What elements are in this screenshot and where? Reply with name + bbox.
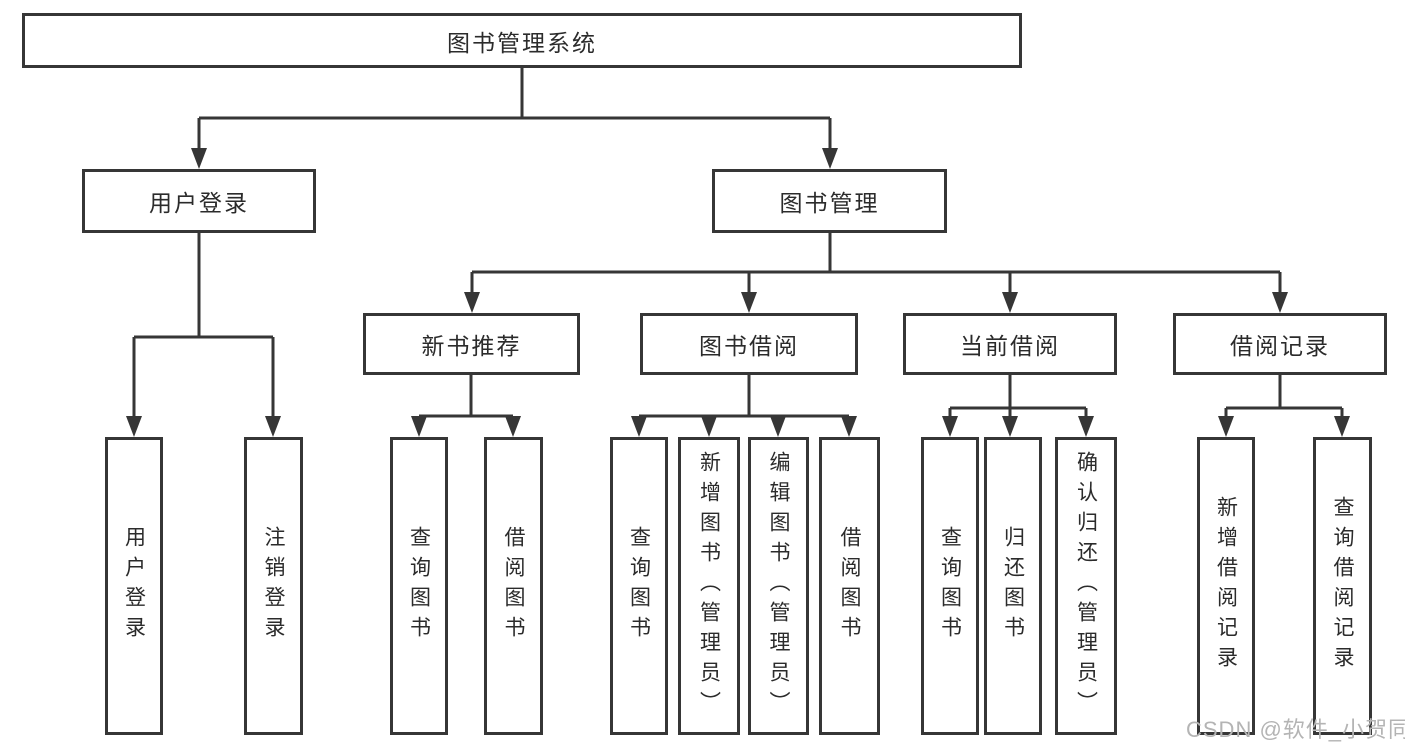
node-book-borrowing: 图书借阅 (640, 313, 858, 375)
node-label: 查询图书 (627, 526, 651, 646)
node-new-book-recommendation: 新书推荐 (363, 313, 580, 375)
node-label: 确认归还（管理员） (1074, 451, 1098, 721)
node-label: 注销登录 (262, 526, 285, 646)
leaf-user-login: 用户登录 (105, 437, 163, 735)
leaf-query-books-recommend: 查询图书 (390, 437, 448, 735)
node-label: 用户登录 (149, 190, 249, 216)
leaf-add-books-admin: 新增图书（管理员） (678, 437, 740, 735)
connector-borrowing-branch (639, 375, 849, 418)
node-label: 借阅图书 (838, 526, 861, 646)
node-library-management-system: 图书管理系统 (22, 13, 1022, 68)
connector-recommendation-branch (419, 375, 513, 418)
node-user-login: 用户登录 (82, 169, 316, 233)
node-label: 图书借阅 (699, 333, 799, 359)
connector-book-management-branch (470, 233, 1282, 294)
csdn-watermark: CSDN @软件_小贺同学 (1186, 717, 1405, 742)
leaf-edit-books-admin: 编辑图书（管理员） (748, 437, 809, 735)
node-label: 查询借阅记录 (1331, 496, 1354, 676)
node-book-management: 图书管理 (712, 169, 947, 233)
node-label: 图书管理系统 (447, 29, 597, 56)
leaf-confirm-return-admin: 确认归还（管理员） (1055, 437, 1117, 735)
connector-user-login-branch (132, 233, 275, 420)
node-label: 归还图书 (1001, 526, 1025, 646)
leaf-return-books: 归还图书 (984, 437, 1042, 735)
connector-records-branch (1224, 375, 1344, 420)
node-label: 用户登录 (122, 526, 146, 646)
node-label: 新增借阅记录 (1214, 496, 1238, 676)
leaf-borrow-books-borrowing: 借阅图书 (819, 437, 880, 735)
node-label: 借阅图书 (502, 526, 525, 646)
node-label: 查询图书 (938, 526, 962, 646)
node-label: 编辑图书（管理员） (767, 451, 790, 721)
node-current-borrowing: 当前借阅 (903, 313, 1117, 375)
leaf-query-borrow-record: 查询借阅记录 (1313, 437, 1372, 735)
leaf-borrow-books-recommend: 借阅图书 (484, 437, 543, 735)
node-label: 新增图书（管理员） (697, 451, 721, 721)
leaf-logout: 注销登录 (244, 437, 303, 735)
leaf-query-books-current: 查询图书 (921, 437, 979, 735)
node-label: 当前借阅 (960, 333, 1060, 359)
connector-current-branch (948, 375, 1088, 420)
node-label: 新书推荐 (421, 333, 522, 359)
node-label: 查询图书 (407, 526, 431, 646)
connector-root-branch (197, 68, 832, 150)
node-label: 借阅记录 (1230, 333, 1330, 359)
leaf-query-books-borrowing: 查询图书 (610, 437, 668, 735)
node-label: 图书管理 (779, 190, 880, 216)
leaf-add-borrow-record: 新增借阅记录 (1197, 437, 1255, 735)
node-borrowing-records: 借阅记录 (1173, 313, 1387, 375)
